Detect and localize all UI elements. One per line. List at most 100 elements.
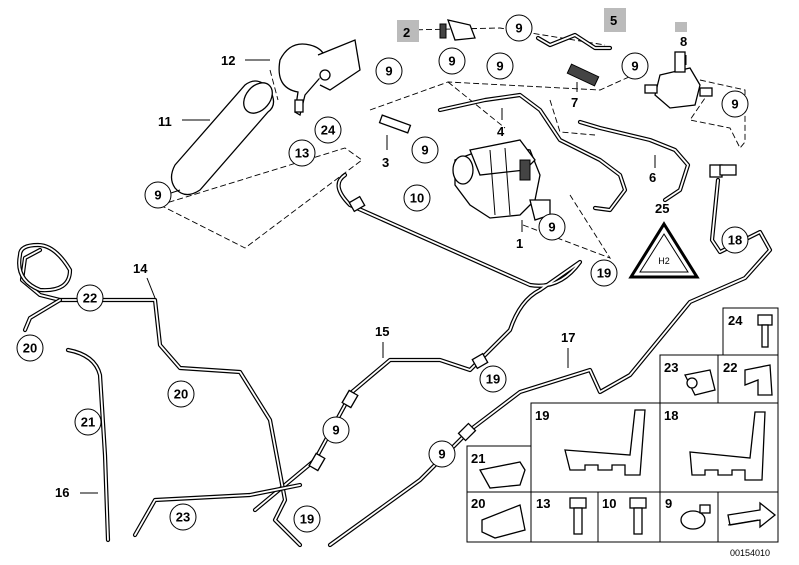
callout-9: 9 <box>428 440 456 468</box>
legend-box-19: 19 <box>530 402 661 493</box>
legend-box-20: 20 <box>466 491 532 543</box>
svg-text:9: 9 <box>421 143 428 158</box>
top-labels: 2 5 8 12 11 3 4 7 6 1 25 14 15 17 16 <box>55 8 687 500</box>
svg-text:19: 19 <box>300 512 314 527</box>
legend-box-10: 10 <box>597 491 661 543</box>
callout-19: 19 <box>590 259 618 287</box>
svg-text:22: 22 <box>723 360 737 375</box>
callout-20: 20 <box>167 380 195 408</box>
svg-text:22: 22 <box>83 291 97 306</box>
svg-text:H2: H2 <box>658 256 670 266</box>
canister-part-11 <box>164 80 275 196</box>
svg-text:9: 9 <box>438 447 445 462</box>
label-2: 2 <box>403 25 410 40</box>
callout-9: 9 <box>721 90 749 118</box>
callout-9: 9 <box>411 136 439 164</box>
label-11: 11 <box>158 114 172 129</box>
svg-text:19: 19 <box>486 372 500 387</box>
svg-text:21: 21 <box>81 415 95 430</box>
diagram-reference-number: 00154010 <box>730 548 770 558</box>
svg-text:20: 20 <box>23 341 37 356</box>
legend-box-21: 21 <box>466 445 532 493</box>
legend-box-18: 18 <box>659 402 779 493</box>
svg-text:21: 21 <box>471 451 485 466</box>
callout-9: 9 <box>438 47 466 75</box>
label-1: 1 <box>516 236 523 251</box>
svg-text:19: 19 <box>597 266 611 281</box>
callout-24: 24 <box>314 116 342 144</box>
legend-box-24: 24 <box>722 307 779 356</box>
svg-text:13: 13 <box>295 146 309 161</box>
callout-9: 9 <box>144 181 172 209</box>
highlight-box-5 <box>604 8 626 32</box>
label-12: 12 <box>221 53 235 68</box>
label-6: 6 <box>649 170 656 185</box>
pipe-lines <box>17 32 773 548</box>
svg-text:24: 24 <box>728 313 743 328</box>
callout-9: 9 <box>621 52 649 80</box>
callout-9: 9 <box>375 57 403 85</box>
svg-text:23: 23 <box>176 510 190 525</box>
svg-text:18: 18 <box>664 408 678 423</box>
callout-10: 10 <box>403 184 431 212</box>
svg-text:20: 20 <box>471 496 485 511</box>
legend-box-arrow <box>717 491 779 543</box>
svg-text:10: 10 <box>410 191 424 206</box>
callout-22: 22 <box>76 284 104 312</box>
label-16: 16 <box>55 485 69 500</box>
label-3: 3 <box>382 155 389 170</box>
valve-part-8 <box>644 51 713 109</box>
callout-23: 23 <box>169 503 197 531</box>
label-25: 25 <box>655 201 669 216</box>
label-15: 15 <box>375 324 389 339</box>
svg-text:23: 23 <box>664 360 678 375</box>
callout-18: 18 <box>721 226 749 254</box>
pump-part-1 <box>452 139 551 221</box>
label-14: 14 <box>133 261 148 276</box>
svg-text:9: 9 <box>548 220 555 235</box>
legend-box-23: 23 <box>659 354 719 404</box>
svg-text:9: 9 <box>385 64 392 79</box>
parts-legend: 24 23 22 19 18 <box>466 307 779 543</box>
callout-19: 19 <box>293 505 321 533</box>
callout-21: 21 <box>74 408 102 436</box>
svg-text:24: 24 <box>321 123 336 138</box>
small-parts <box>378 19 737 176</box>
svg-text:9: 9 <box>731 97 738 112</box>
legend-box-22: 22 <box>717 354 779 404</box>
svg-text:9: 9 <box>665 496 672 511</box>
svg-text:9: 9 <box>631 59 638 74</box>
legend-box-13: 13 <box>530 491 599 543</box>
callouts: 9 9 9 9 9 9 9 9 9 9 9 24 13 10 18 19 19 … <box>16 14 749 533</box>
svg-text:9: 9 <box>515 21 522 36</box>
hose-sleeves <box>308 164 723 472</box>
highlight-box-8 <box>675 22 687 32</box>
callout-20: 20 <box>16 334 44 362</box>
svg-text:9: 9 <box>448 54 455 69</box>
svg-text:20: 20 <box>174 387 188 402</box>
callout-9: 9 <box>322 416 350 444</box>
label-7: 7 <box>571 95 578 110</box>
callout-9: 9 <box>538 213 566 241</box>
legend-box-9: 9 <box>659 491 719 543</box>
svg-text:19: 19 <box>535 408 549 423</box>
label-8: 8 <box>680 34 687 49</box>
svg-text:18: 18 <box>728 233 742 248</box>
label-leaders <box>80 55 687 494</box>
svg-text:9: 9 <box>154 188 161 203</box>
callout-9: 9 <box>486 52 514 80</box>
dashed-leaders <box>159 27 746 259</box>
callout-9: 9 <box>505 14 533 42</box>
warning-triangle-part-25: H2 <box>628 221 700 279</box>
svg-text:9: 9 <box>332 423 339 438</box>
svg-text:10: 10 <box>602 496 616 511</box>
label-4: 4 <box>497 124 505 139</box>
callout-13: 13 <box>288 139 316 167</box>
label-5: 5 <box>610 13 617 28</box>
highlight-box-2 <box>397 20 419 42</box>
svg-text:13: 13 <box>536 496 550 511</box>
callout-19: 19 <box>479 365 507 393</box>
bracket-part-12 <box>278 39 361 117</box>
